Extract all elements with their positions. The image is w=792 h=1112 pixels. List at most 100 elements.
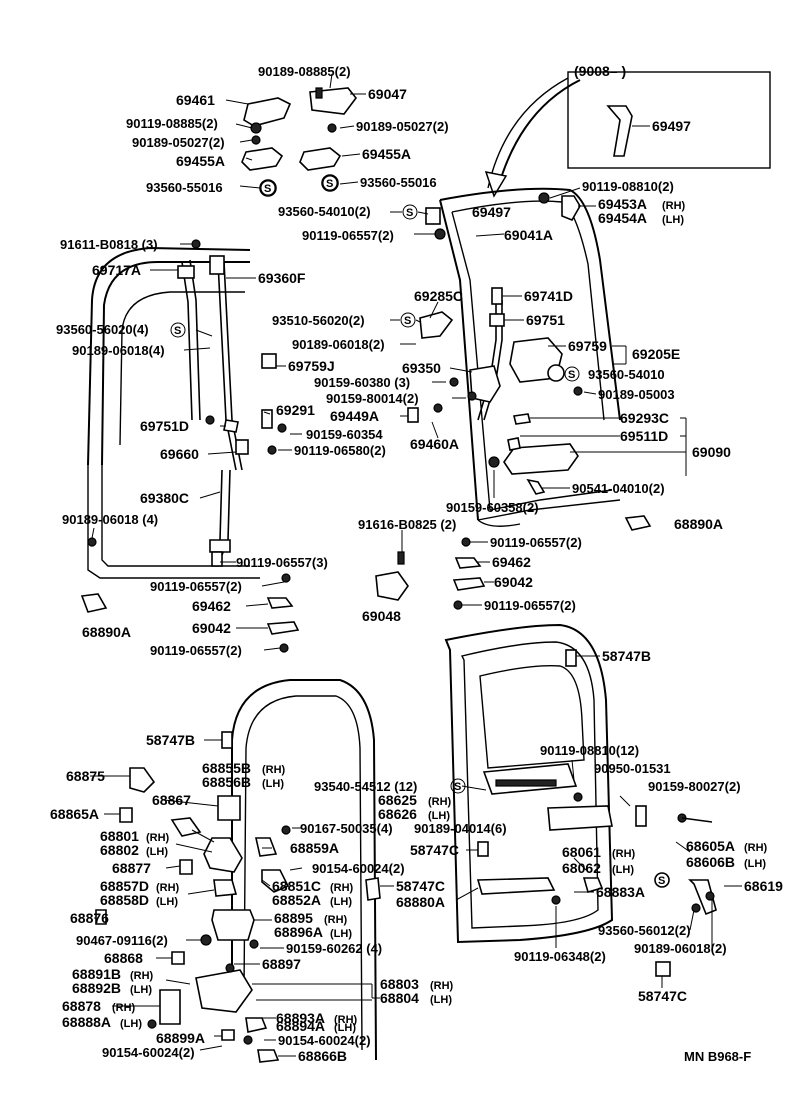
label-68892B-side: (LH) (130, 984, 152, 996)
footer-code: MN B968-F (684, 1049, 751, 1064)
label-69497-inset: 69497 (652, 118, 691, 134)
label-68878: 68878 (62, 998, 101, 1014)
label-69462-right: 69462 (492, 554, 531, 570)
label-69042-left: 69042 (192, 620, 231, 636)
label-90159-60262: 90159-60262 (4) (286, 941, 382, 956)
label-68893A: 68893A (276, 1010, 325, 1026)
label-68802: 68802 (100, 842, 139, 858)
label-68876: 68876 (70, 910, 109, 926)
label-68894A-side: (LH) (334, 1022, 356, 1034)
label-90119-06580: 90119-06580(2) (294, 443, 386, 458)
label-69449A: 69449A (330, 408, 379, 424)
label-58747C-b: 58747C (396, 878, 445, 894)
label-69380C: 69380C (140, 490, 189, 506)
label-69285C: 69285C (414, 288, 463, 304)
label-90119-06557-2e: 90119-06557(2) (150, 643, 242, 658)
label-90189-05027-right: 90189-05027(2) (356, 119, 449, 134)
label-58747C-c: 58747C (638, 988, 687, 1004)
label-58747B-left: 58747B (146, 732, 195, 748)
label-91616-B0825: 91616-B0825 (2) (358, 517, 456, 532)
label-90159-60380: 90159-60380 (3) (314, 375, 410, 390)
label-69360F: 69360F (258, 270, 306, 286)
label-69455A-right: 69455A (362, 146, 411, 162)
label-69511D: 69511D (620, 428, 668, 444)
lower-left-door (95, 679, 381, 1063)
label-90159-80014: 90159-80014(2) (326, 391, 419, 406)
label-68061: 68061 (562, 844, 601, 860)
label-68895: 68895 (274, 910, 313, 926)
label-90541-04010: 90541-04010(2) (572, 481, 665, 496)
label-68802-side: (LH) (146, 846, 168, 858)
middle-small-parts (80, 537, 486, 653)
label-68896A: 68896A (274, 924, 323, 940)
label-68625-side: (RH) (428, 796, 452, 808)
label-68897: 68897 (262, 956, 301, 972)
label-90189-06018-2: 90189-06018(2) (292, 337, 385, 352)
label-68888A-side: (LH) (120, 1018, 142, 1030)
symbol-s-1 (260, 180, 276, 196)
label-69660: 69660 (160, 446, 199, 462)
label-68895-side: (RH) (324, 914, 348, 926)
label-68852A-side: (LH) (330, 896, 352, 908)
label-68896A-side: (LH) (330, 928, 352, 940)
symbol-s-8-text: S (658, 875, 665, 887)
part-labels: (9008– ) 69497 90189-08885(2) 69047 6946… (50, 63, 783, 1064)
label-93560-55016-left: 93560-55016 (146, 180, 223, 195)
label-69453A: 69453A (598, 196, 647, 212)
label-90119-08885: 90119-08885(2) (126, 116, 218, 131)
label-68625: 68625 (378, 792, 417, 808)
label-90950-01531: 90950-01531 (594, 761, 671, 776)
label-68856B: 68856B (202, 774, 251, 790)
label-90119-06557-2c: 90119-06557(2) (150, 579, 242, 594)
label-69293C: 69293C (620, 410, 669, 426)
label-68883A: 68883A (596, 884, 645, 900)
label-68606B: 68606B (686, 854, 735, 870)
label-69454A-side: (LH) (662, 214, 684, 226)
label-68891B: 68891B (72, 966, 121, 982)
label-68855B-side: (RH) (262, 764, 286, 776)
label-68852A: 68852A (272, 892, 321, 908)
label-93560-54010-2: 93560-54010(2) (278, 204, 371, 219)
label-68605A-side: (RH) (744, 842, 768, 854)
label-90189-04014: 90189-04014(6) (414, 821, 507, 836)
label-68857D-side: (RH) (156, 882, 180, 894)
label-68859A: 68859A (290, 840, 339, 856)
label-69453A-side: (RH) (662, 200, 686, 212)
label-68062-side: (LH) (612, 864, 634, 876)
inset-arrow-line (497, 79, 581, 189)
label-69460A: 69460A (410, 436, 459, 452)
label-93560-56012: 93560-56012(2) (598, 923, 691, 938)
label-90189-05027-left: 90189-05027(2) (132, 135, 225, 150)
label-90119-06348: 90119-06348(2) (514, 949, 606, 964)
label-90119-06557-a: 90119-06557(2) (302, 228, 394, 243)
label-90189-06018-4: 90189-06018(4) (72, 343, 165, 358)
label-68801-side: (RH) (146, 832, 170, 844)
label-69041A: 69041A (504, 227, 553, 243)
label-68062: 68062 (562, 860, 601, 876)
label-93560-55016-right: 93560-55016 (360, 175, 437, 190)
label-58747B-right: 58747B (602, 648, 651, 664)
symbol-s-5-text: S (174, 325, 181, 337)
label-90119-06557-3: 90119-06557(3) (236, 555, 328, 570)
label-69462-left: 69462 (192, 598, 231, 614)
label-69350: 69350 (402, 360, 441, 376)
top-handle-parts (241, 87, 358, 197)
label-68867: 68867 (152, 792, 191, 808)
label-68880A: 68880A (396, 894, 445, 910)
label-68626: 68626 (378, 806, 417, 822)
inset-box (484, 71, 771, 198)
label-93560-54010: 93560-54010 (588, 367, 665, 382)
label-69047: 69047 (368, 86, 407, 102)
inset-title: (9008– ) (574, 63, 626, 79)
label-69759J: 69759J (288, 358, 335, 374)
label-90119-08810-12: 90119-08810(12) (540, 743, 639, 758)
label-68899A: 68899A (156, 1030, 205, 1046)
label-68619: 68619 (744, 878, 783, 894)
label-68891B-side: (RH) (130, 970, 154, 982)
label-68865A: 68865A (50, 806, 99, 822)
label-69454A: 69454A (598, 210, 647, 226)
symbol-s-7-text: S (454, 781, 461, 793)
label-90119-08810: 90119-08810(2) (582, 179, 674, 194)
